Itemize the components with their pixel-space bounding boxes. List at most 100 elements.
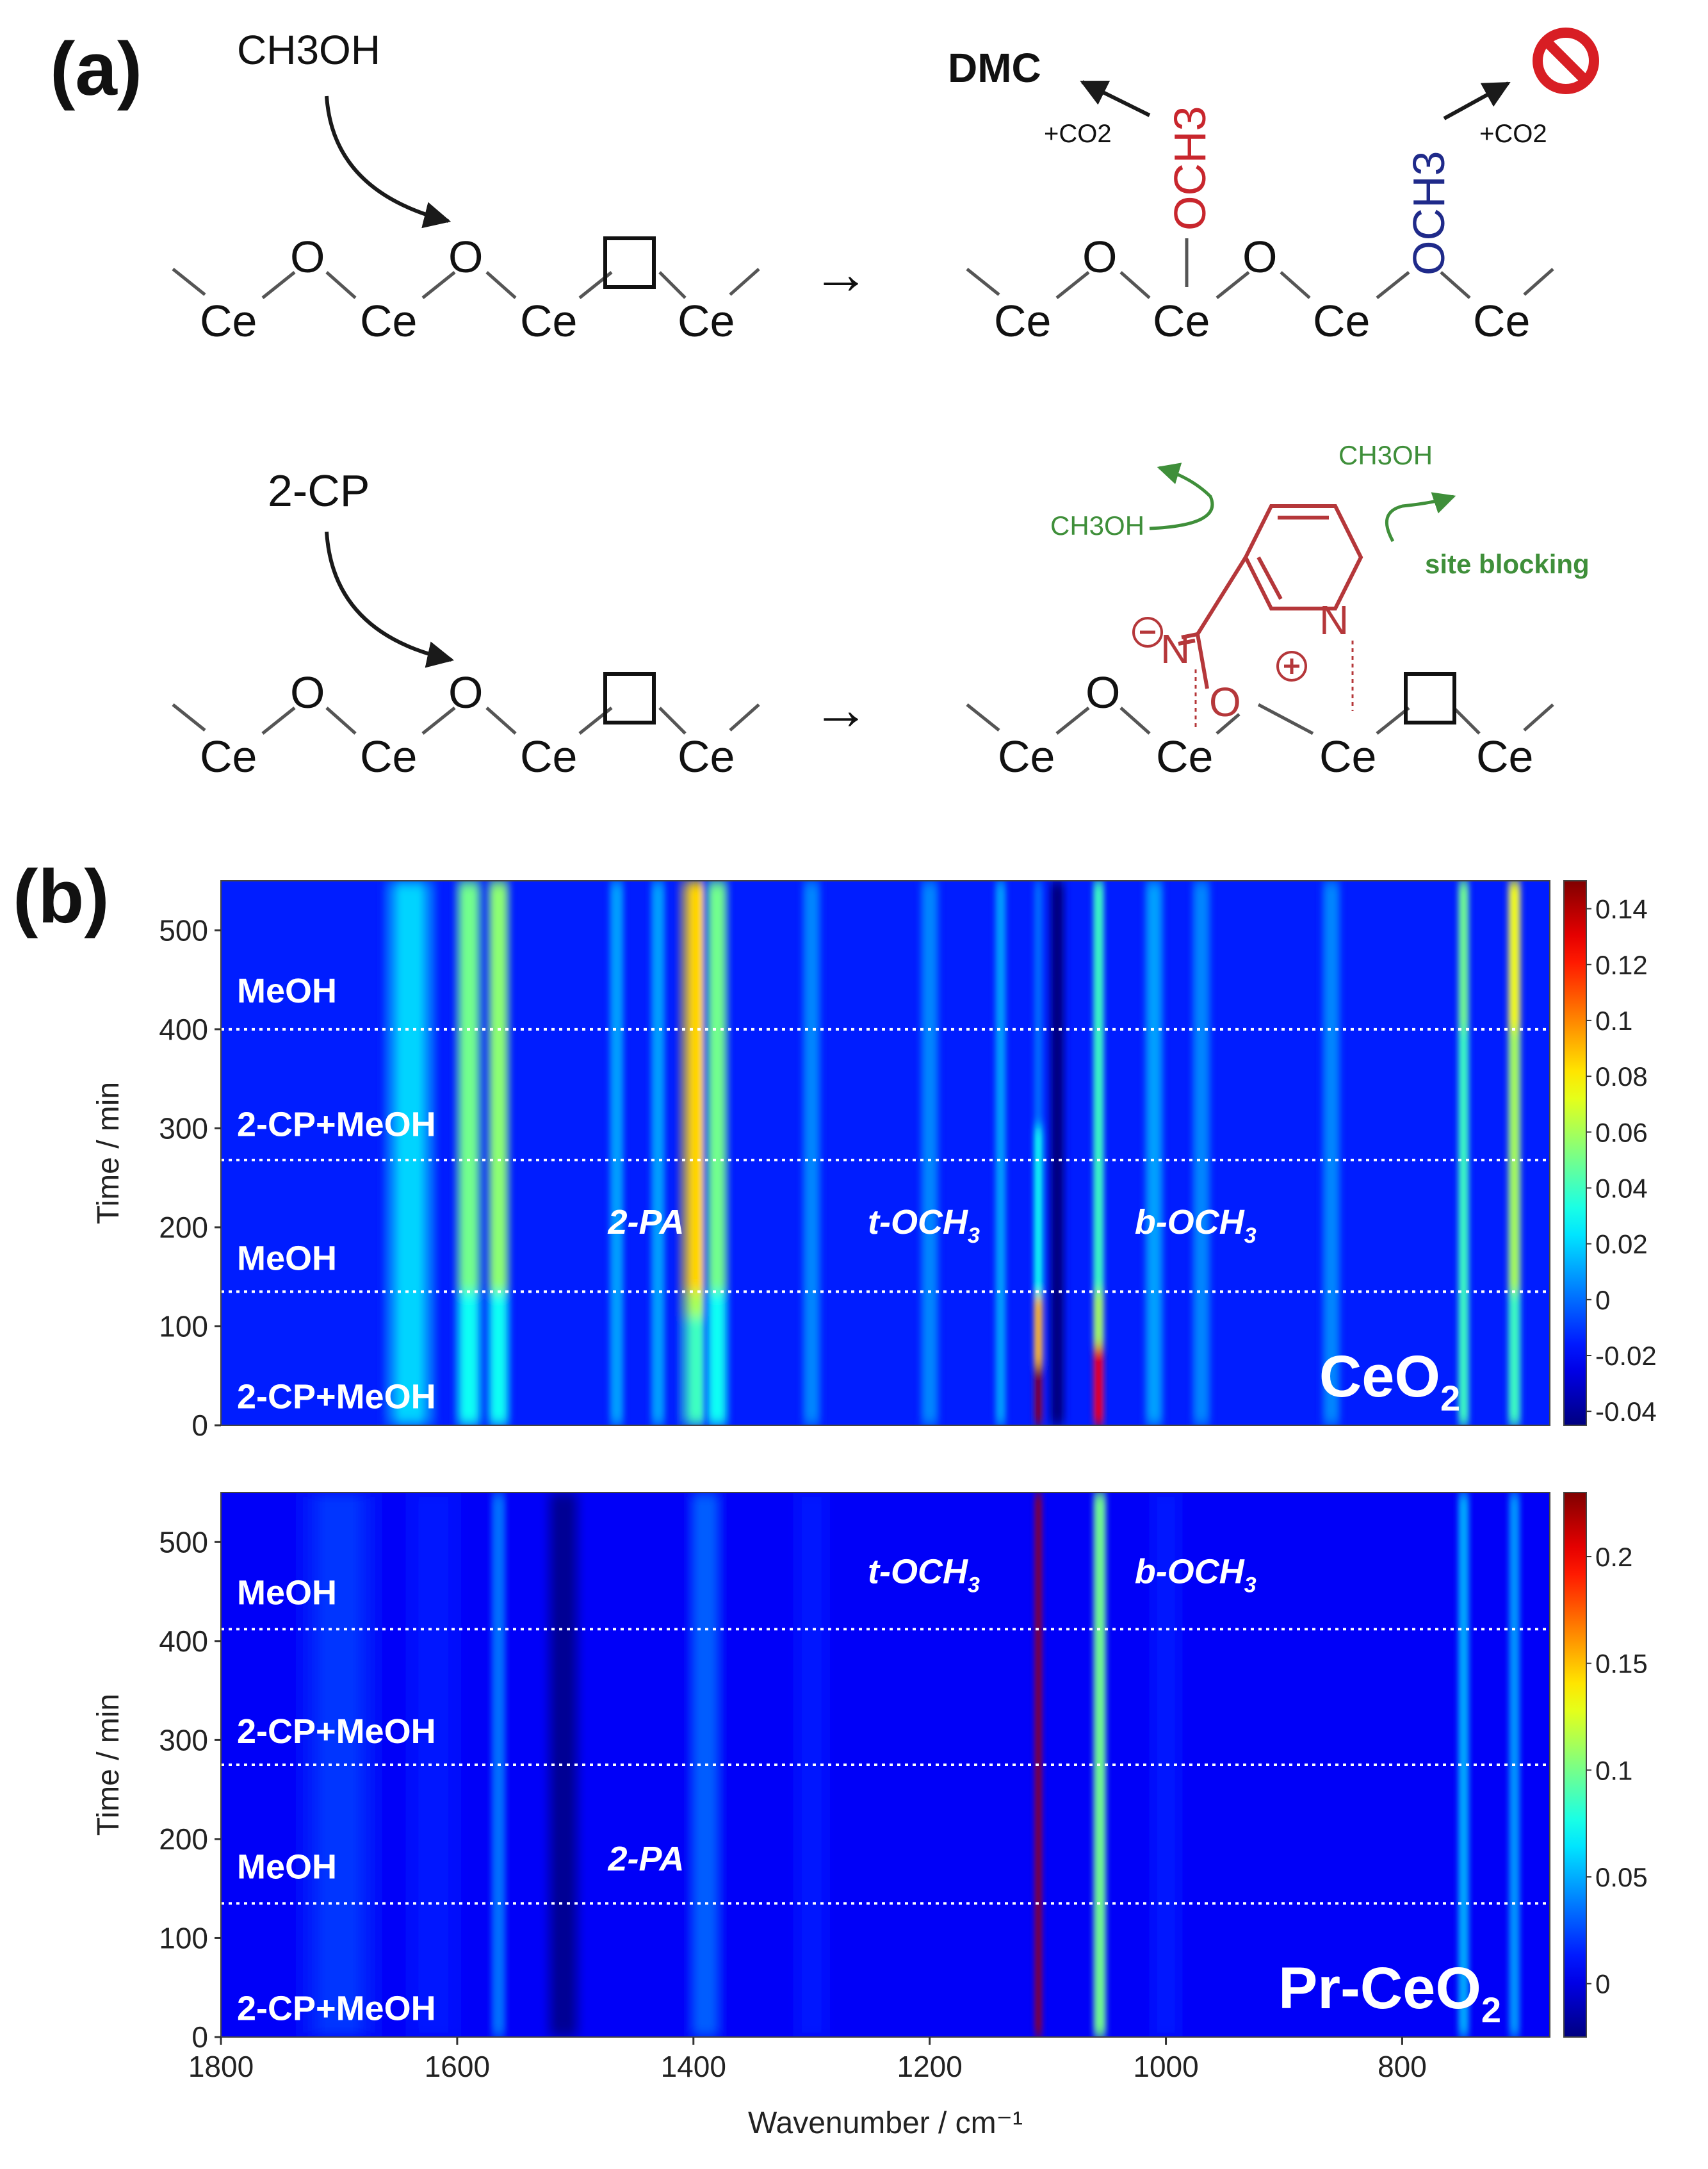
reaction-arrow: → <box>812 242 870 306</box>
pyridine-ring <box>1178 504 1363 689</box>
ir-band <box>1506 1291 1523 1425</box>
atom-o: O <box>1242 232 1277 282</box>
colorbar <box>1563 880 1587 1426</box>
reaction-arrow: → <box>812 678 870 742</box>
stage-label: 2-CP+MeOH <box>237 1106 436 1144</box>
y-tick-label: 300 <box>159 1723 208 1756</box>
y-tick-label: 100 <box>159 1921 208 1954</box>
x-tick-label: 1600 <box>425 2050 490 2083</box>
bridged-methoxy: OCH3 <box>1404 151 1454 275</box>
plus-charge-icon <box>1276 651 1307 682</box>
minus-charge-icon <box>1132 617 1163 648</box>
band-annotation: b-OCH3 <box>1135 1203 1257 1248</box>
ir-band <box>452 881 486 1292</box>
ir-band <box>648 881 668 1425</box>
sample-name: CeO <box>1319 1344 1440 1409</box>
atom-o: O <box>290 232 325 282</box>
reactant-arrow <box>325 531 455 668</box>
annotation-subscript: 3 <box>968 1573 980 1598</box>
atom-o: O <box>290 667 325 717</box>
ce-chain-right-2 <box>966 672 1554 735</box>
band-annotation: 2-PA <box>607 1840 684 1878</box>
annotation-text: 2-PA <box>607 1203 684 1241</box>
y-tick-label: 300 <box>159 1111 208 1145</box>
panel-b-label: (b) <box>13 855 110 939</box>
y-tick-label: 400 <box>159 1013 208 1046</box>
colorbar-tick-label: -0.02 <box>1595 1341 1657 1371</box>
co2-label: +CO2 <box>1044 120 1112 148</box>
colorbar-tick-label: -0.04 <box>1595 1396 1657 1427</box>
ring-nitrogen: N <box>1319 597 1349 643</box>
colorbar-tick-label: 0.1 <box>1595 1755 1632 1785</box>
scheme-row-methanol: CH3OH Ce O Ce O Ce Ce → <box>172 27 1599 346</box>
ir-band <box>398 1493 469 2037</box>
methanol-label: CH3OH <box>1050 511 1144 541</box>
ir-band <box>1456 1029 1471 1425</box>
colorbar-tick-label: 0 <box>1595 1285 1610 1315</box>
plot-frame <box>220 1492 1550 2038</box>
ir-band <box>484 1291 513 1425</box>
atom-ce: Ce <box>360 296 417 346</box>
stage-label: 2-CP+MeOH <box>237 1990 436 2028</box>
dmc-product: DMC <box>948 45 1041 91</box>
stage-label: 2-CP+MeOH <box>237 1712 436 1751</box>
atom-ce: Ce <box>1313 296 1370 346</box>
scheme-row-2cp: 2-CP Ce O Ce O Ce Ce → <box>172 440 1590 782</box>
atom-ce: Ce <box>998 732 1055 782</box>
plot-frame <box>220 880 1550 1426</box>
dmc-arrow <box>1080 80 1151 117</box>
coordination-lines <box>1194 641 1354 730</box>
imine-nitrogen: N <box>1160 626 1190 672</box>
panel-a-label: (a) <box>50 27 142 111</box>
annotation-text: t-OCH <box>868 1203 968 1241</box>
ir-band <box>788 1493 836 2037</box>
methanol-reactant: CH3OH <box>237 27 380 73</box>
annotation-subscript: 3 <box>1244 1224 1257 1248</box>
atom-ce: Ce <box>994 296 1051 346</box>
y-axis-label: Time / min <box>92 1082 126 1224</box>
sample-label: Pr-CeO2 <box>1278 1956 1501 2030</box>
atom-ce: Ce <box>520 732 577 782</box>
x-axis-label: Wavenumber / cm⁻¹ <box>748 2106 1023 2140</box>
atom-o: O <box>1082 232 1117 282</box>
colorbar-tick-label: 0.15 <box>1595 1649 1648 1679</box>
deflect-arrow <box>1149 462 1214 530</box>
annotation-subscript: 3 <box>968 1224 980 1248</box>
co2-label: +CO2 <box>1479 120 1547 148</box>
colorbar-tick-label: 0.1 <box>1595 1006 1632 1036</box>
colorbar-tick-label: 0 <box>1595 1969 1610 1999</box>
atom-o: O <box>448 667 483 717</box>
annotation-text: t-OCH <box>868 1553 968 1591</box>
colorbar-tick-label: 0.05 <box>1595 1862 1648 1892</box>
ir-band <box>1046 881 1068 1425</box>
terminal-methoxy: OCH3 <box>1165 106 1215 231</box>
atom-ce: Ce <box>360 732 417 782</box>
ir-band <box>607 881 626 1425</box>
x-tick-label: 800 <box>1378 2050 1427 2083</box>
atom-ce: Ce <box>1319 732 1376 782</box>
reactant-arrow <box>325 95 451 229</box>
ir-band <box>452 1291 486 1425</box>
ir-band <box>703 1291 731 1425</box>
x-tick-label: 1200 <box>897 2050 962 2083</box>
y-tick-label: 100 <box>159 1309 208 1343</box>
ir-band <box>918 881 942 1425</box>
y-tick-label: 200 <box>159 1822 208 1856</box>
ir-band <box>542 1493 585 2037</box>
colorbar-tick-label: 0.04 <box>1595 1173 1648 1203</box>
colorbar-tick-label: 0.14 <box>1595 894 1648 924</box>
forbidden-icon <box>1533 28 1599 94</box>
atom-o: O <box>1086 667 1120 717</box>
ir-band <box>993 881 1008 1425</box>
ir-band <box>484 881 513 1292</box>
colorbar-tick-label: 0.2 <box>1595 1542 1632 1572</box>
annotation-text: b-OCH <box>1135 1553 1245 1591</box>
methanol-label: CH3OH <box>1338 440 1433 470</box>
colorbar-tick-label: 0.02 <box>1595 1229 1648 1259</box>
annotation-text: b-OCH <box>1135 1203 1245 1241</box>
ir-band <box>1032 1128 1045 1297</box>
sample-label: CeO2 <box>1319 1344 1460 1418</box>
x-tick-label: 1000 <box>1133 2050 1198 2083</box>
